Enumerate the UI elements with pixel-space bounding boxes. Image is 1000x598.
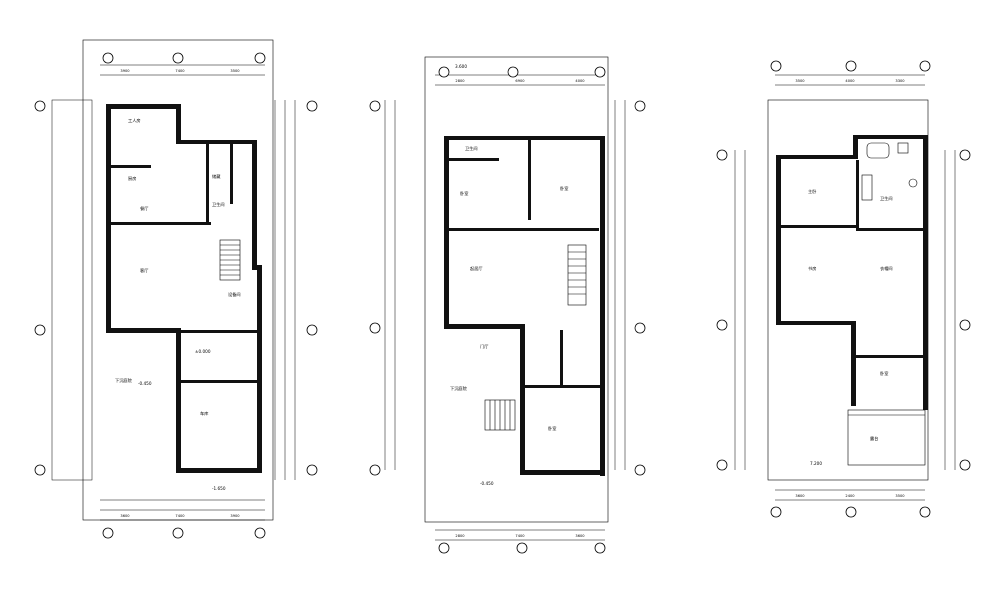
axis-bubble [172,527,184,539]
room-label: 卧室 [880,370,888,377]
level-mark: ±0.000 [195,349,211,354]
room-label: 下沉庭院 [115,377,133,384]
axis-bubble [634,100,646,112]
dimension-text: 3500 [795,79,805,83]
axis-bubble [306,324,318,336]
axis-bubble [516,542,528,554]
axis-bubble [102,527,114,539]
axis-bubble [634,464,646,476]
axis-bubble [306,100,318,112]
plan-ground: 工人房 厨房 储藏 卫生间 餐厅 客厅 车库 下沉庭院 设备间 3900 740… [34,39,318,539]
dimension-text: 3300 [895,79,905,83]
room-label: 卧室 [460,190,468,197]
axis-bubble [172,52,184,64]
axis-bubble [770,60,782,72]
room-label: 厨房 [128,175,136,182]
dimension-text: 7400 [515,534,525,538]
level-mark: 3.600 [455,64,467,69]
dimension-text: 3900 [230,514,240,518]
dimension-text: 7400 [175,69,185,73]
room-label: 书房 [808,265,816,272]
dimension-text: 7400 [175,514,185,518]
level-mark: -0.450 [480,481,494,486]
axis-bubble [770,506,782,518]
level-mark: -1.650 [212,486,226,491]
room-label: 起居厅 [470,266,483,272]
axis-bubble [254,52,266,64]
room-label: 主卧 [808,188,816,195]
dimension-text: 3900 [120,69,130,73]
level-mark: -0.450 [138,381,152,386]
axis-bubble [845,506,857,518]
dimension-text: 3500 [895,494,905,498]
room-label: 卧室 [548,425,556,432]
room-label: 客厅 [140,267,148,274]
room-label: 车库 [200,410,208,417]
bath-fixtures [861,142,918,201]
axis-bubble [634,322,646,334]
axis-bubble [254,527,266,539]
axis-bubble [507,66,519,78]
dimension-text: 2800 [455,79,465,83]
axis-bubble [716,319,728,331]
stair-first [567,244,587,306]
level-mark: 7.200 [810,461,822,466]
room-label: 餐厅 [140,205,148,212]
room-label: 储藏 [212,173,221,180]
room-label: 卫生间 [465,145,478,152]
axis-bubble [594,542,606,554]
room-label: 卧室 [560,185,568,192]
dimension-text: 3500 [230,69,240,73]
dimension-text: 6900 [515,79,525,83]
dimension-text: 2400 [845,494,855,498]
room-label: 门厅 [480,343,488,350]
room-label: 衣帽间 [880,265,893,272]
axis-bubble [959,319,971,331]
dimension-text: 3600 [575,534,585,538]
axis-bubble [306,464,318,476]
plan-second: 主卧 卫生间 书房 衣帽间 卧室 露台 3500 4000 3300 3600 … [716,60,971,518]
axis-bubble [716,459,728,471]
axis-bubble [716,149,728,161]
axis-bubble [369,322,381,334]
dimension-text: 4000 [845,79,855,83]
axis-bubble [594,66,606,78]
room-label: 卫生间 [212,201,225,208]
dimension-text: 3600 [120,514,130,518]
axis-bubble [34,464,46,476]
axis-bubble [959,459,971,471]
dimension-text: 3600 [795,494,805,498]
dimension-text: 2800 [455,534,465,538]
axis-bubble [369,100,381,112]
axis-bubble [919,60,931,72]
axis-bubble [369,464,381,476]
axis-bubble [845,60,857,72]
room-label: 露台 [870,435,878,442]
axis-bubble [438,542,450,554]
dimension-text: 4000 [575,79,585,83]
stair-exterior [484,399,516,431]
axis-bubble [919,506,931,518]
room-label: 下沉庭院 [450,385,468,392]
plan-first: 卫生间 卧室 起居厅 卧室 门厅 下沉庭院 卧室 2800 6900 4000 … [369,56,646,554]
room-label: 工人房 [128,117,141,124]
room-label: 设备间 [228,291,241,298]
axis-bubble [34,324,46,336]
balcony-outline [847,409,926,466]
axis-bubble [102,52,114,64]
room-label: 卫生间 [880,195,893,202]
axis-bubble [959,149,971,161]
stair-ground [219,239,241,281]
axis-bubble [438,66,450,78]
axis-bubble [34,100,46,112]
